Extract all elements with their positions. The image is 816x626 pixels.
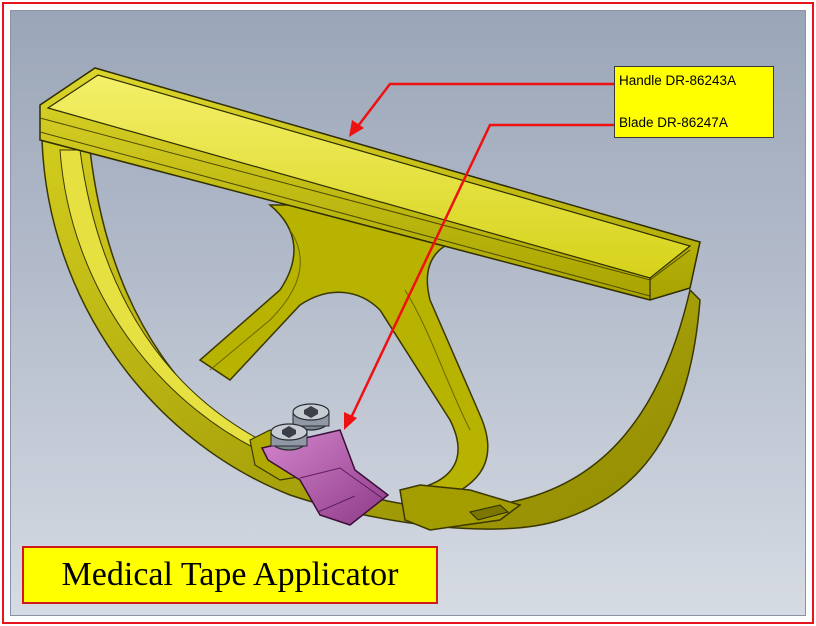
callout-blade-label: Blade DR-86247A [619,115,728,130]
drawing-title: Medical Tape Applicator [61,556,399,593]
leader-blade [344,123,614,430]
screw-icon [270,423,308,451]
handle-bar [39,67,701,301]
blade [260,429,390,526]
leader-handle [349,82,614,137]
title-box: Medical Tape Applicator [22,546,438,604]
callout-handle-label: Handle DR-86243A [619,73,737,88]
screw-icon [292,403,330,431]
callout-box: Handle DR-86243A Blade DR-86247A [614,66,774,138]
